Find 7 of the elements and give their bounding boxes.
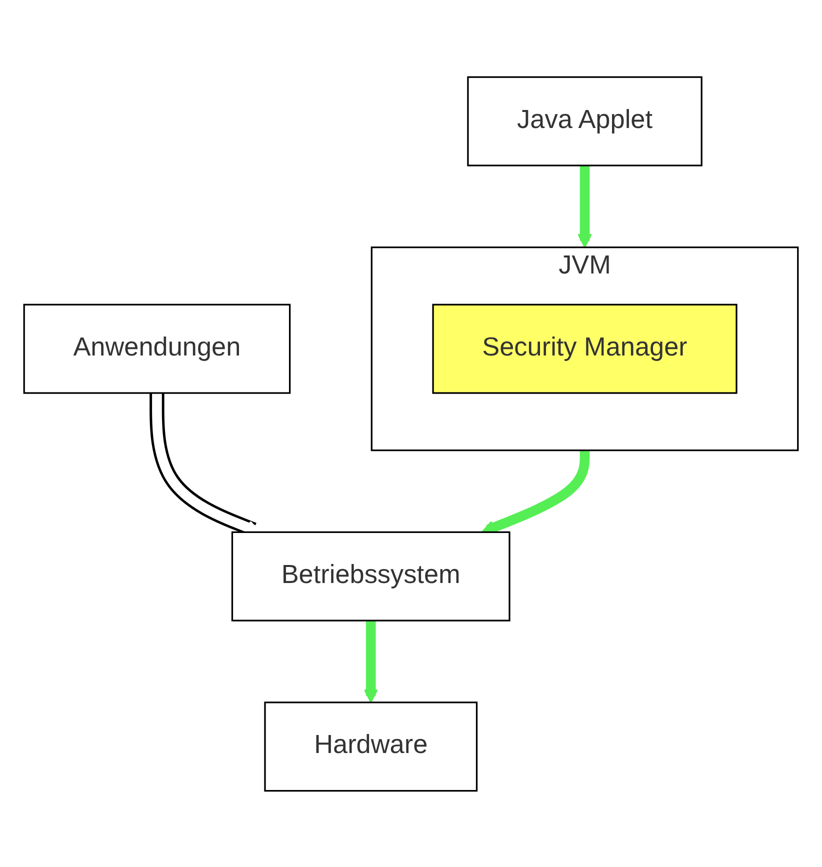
node-box: Security Manager <box>432 303 738 394</box>
node-box: Hardware <box>264 701 478 792</box>
arrow <box>578 165 592 248</box>
node-box: Anwendungen <box>23 303 291 394</box>
node-box: Betriebssystem <box>231 530 510 621</box>
arrow <box>364 620 378 703</box>
node-box: Java Applet <box>467 76 702 166</box>
